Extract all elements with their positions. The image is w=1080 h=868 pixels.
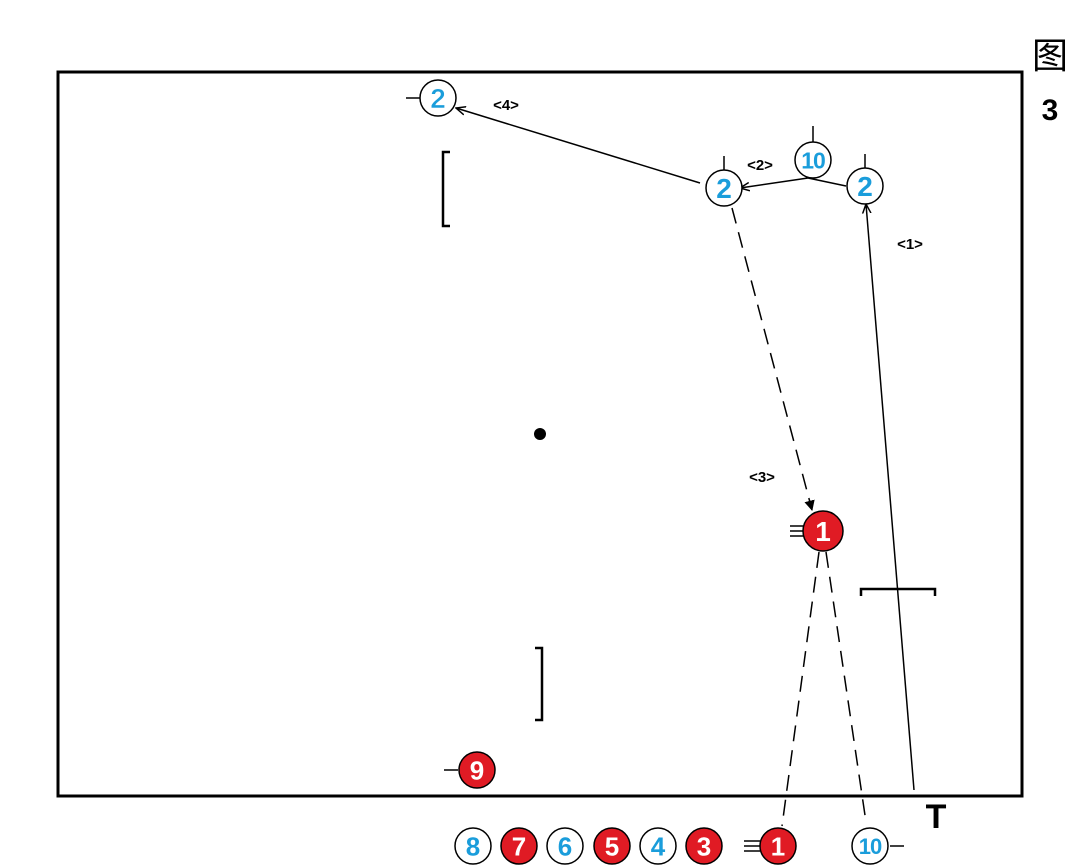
- svg-text:10: 10: [801, 147, 825, 173]
- svg-text:10: 10: [859, 834, 882, 859]
- svg-text:2: 2: [430, 83, 446, 114]
- bench-player-7[interactable]: 7: [500, 827, 538, 865]
- bench-player-5[interactable]: 5: [593, 827, 631, 865]
- figure-label-number: 3: [1042, 94, 1059, 127]
- dashed-path-right: [825, 551, 867, 823]
- dashed-path-left: [781, 551, 820, 827]
- seq-label-3: <3>: [749, 469, 775, 486]
- pass-path-2b: [740, 177, 809, 188]
- svg-text:6: 6: [558, 831, 572, 861]
- pass-path-2a: [807, 177, 847, 187]
- svg-text:8: 8: [466, 831, 480, 861]
- svg-text:5: 5: [605, 831, 619, 861]
- run-path-1: [866, 204, 915, 791]
- center-spot: [534, 428, 546, 440]
- svg-text:4: 4: [651, 831, 666, 861]
- player-red-9[interactable]: 9: [458, 751, 496, 789]
- goal-bottom-left: [535, 646, 544, 722]
- svg-text:2: 2: [857, 171, 873, 202]
- svg-text:3: 3: [697, 831, 711, 861]
- svg-text:2: 2: [716, 173, 732, 204]
- player-blue-2-far[interactable]: 2: [846, 167, 884, 205]
- bench-player-3[interactable]: 3: [685, 827, 723, 865]
- pass-path-4: [456, 108, 701, 184]
- bench-player-4[interactable]: 4: [639, 827, 677, 865]
- player-blue-2-start[interactable]: 2: [419, 79, 457, 117]
- bench-player-10[interactable]: 10: [851, 827, 889, 865]
- seq-label-4: <4>: [493, 97, 519, 114]
- player-blue-2-mid[interactable]: 2: [705, 169, 743, 207]
- svg-text:1: 1: [771, 831, 785, 861]
- player-red-1-field[interactable]: 1: [802, 510, 844, 552]
- bench-player-6[interactable]: 6: [546, 827, 584, 865]
- referee-marker: T: [926, 798, 947, 836]
- dashed-path-3: [731, 207, 815, 512]
- svg-text:1: 1: [815, 516, 831, 547]
- svg-text:7: 7: [512, 831, 526, 861]
- svg-text:9: 9: [470, 755, 484, 785]
- goal-top-left: [441, 150, 450, 228]
- field-boundary: [56, 70, 1024, 798]
- bench-player-8[interactable]: 8: [454, 827, 492, 865]
- seq-label-1: <1>: [897, 236, 923, 253]
- figure-label-char: 图: [1032, 36, 1068, 77]
- player-blue-10-top[interactable]: 10: [794, 141, 832, 179]
- motion-lines-bench1: [744, 840, 760, 852]
- bench-player-1[interactable]: 1: [759, 827, 797, 865]
- seq-label-2: <2>: [747, 157, 773, 174]
